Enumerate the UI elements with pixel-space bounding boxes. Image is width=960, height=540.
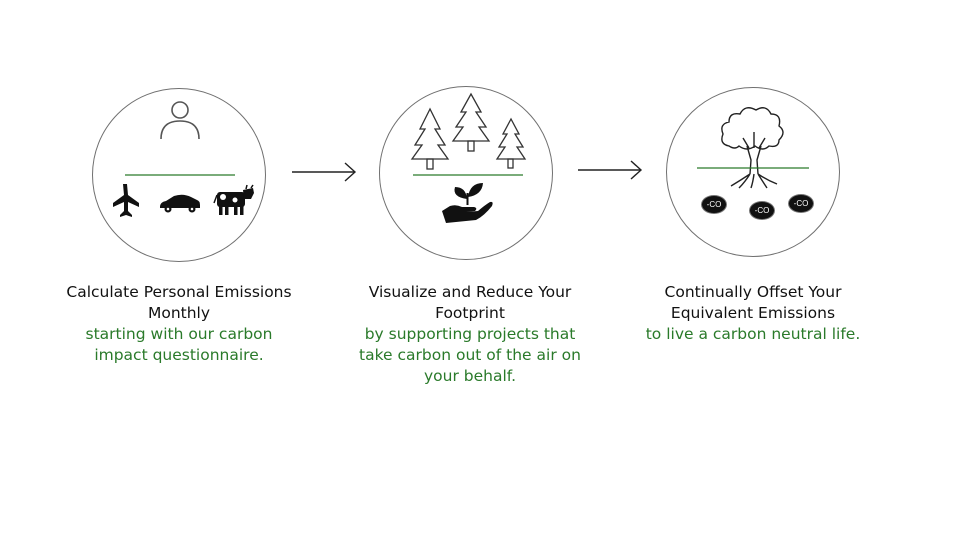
- step-3-circle: -CO -CO -CO: [666, 87, 840, 257]
- cow-icon: [213, 184, 254, 215]
- person-icon: [160, 101, 200, 140]
- right-arrow-icon: [578, 160, 643, 180]
- pine-trees-icon: [410, 92, 527, 170]
- step-3-description: to live a carbon neutral life.: [645, 325, 861, 343]
- step-2-text: Visualize and Reduce Your Footprint by s…: [350, 282, 590, 387]
- airplane-icon: [113, 184, 139, 217]
- step-1-description: starting with our carbon impact question…: [85, 325, 273, 364]
- step-2-description: by supporting projects that take carbon …: [359, 325, 581, 385]
- step-1-title: Calculate Personal Emissions Monthly: [66, 283, 292, 322]
- co2-offset-badge: -CO: [788, 194, 814, 213]
- tree-with-roots-icon: [721, 107, 784, 189]
- step-2-circle: [379, 86, 553, 260]
- hand-with-plant-icon: [442, 183, 493, 223]
- step-3-text: Continually Offset Your Equivalent Emiss…: [632, 282, 874, 345]
- co2-offset-badge: -CO: [749, 201, 775, 220]
- co2-offset-badge: -CO: [701, 195, 727, 214]
- car-icon: [160, 194, 200, 213]
- right-arrow-icon: [292, 162, 357, 182]
- step-1-circle: [92, 88, 266, 262]
- step-2-title: Visualize and Reduce Your Footprint: [368, 283, 572, 322]
- step-1-text: Calculate Personal Emissions Monthly sta…: [59, 282, 299, 366]
- step-3-title: Continually Offset Your Equivalent Emiss…: [664, 283, 842, 322]
